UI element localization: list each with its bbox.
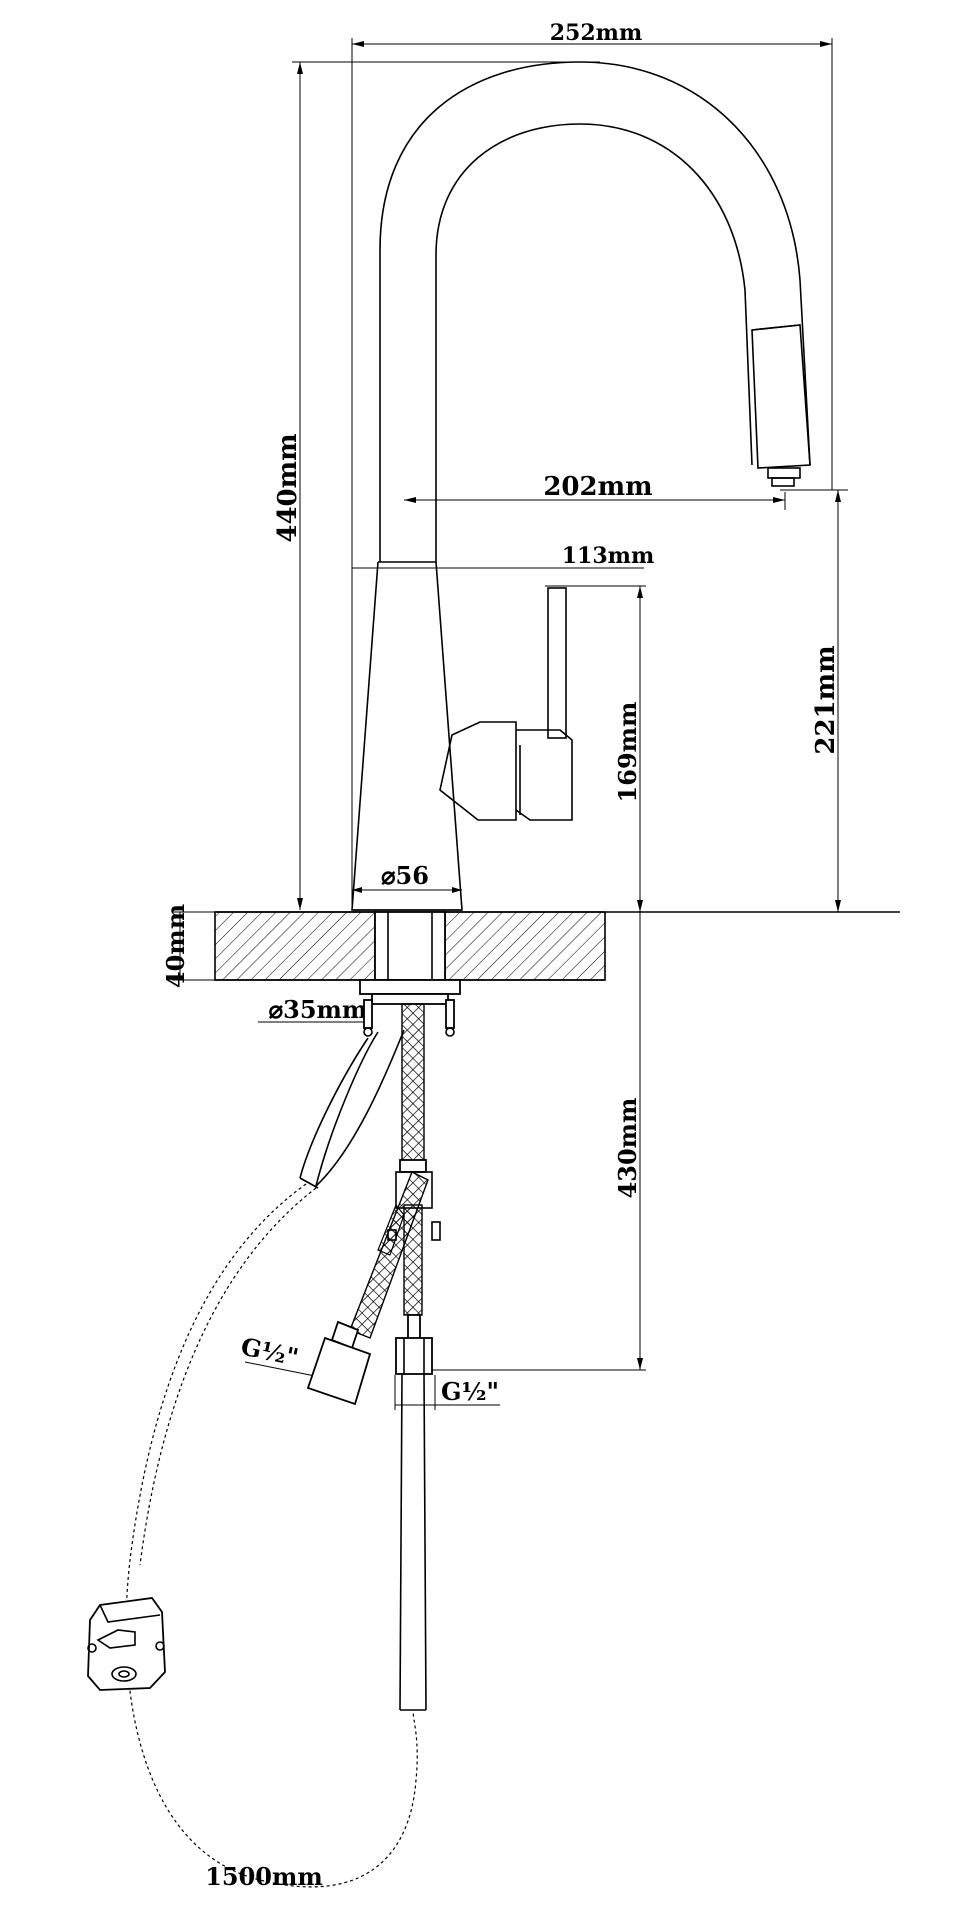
pullout-hose-vertical bbox=[399, 1373, 427, 1711]
dimension-thread-left: G½" bbox=[238, 1331, 326, 1379]
label-440mm: 440mm bbox=[273, 433, 303, 542]
label-thread-right: G½" bbox=[441, 1377, 499, 1406]
spray-head bbox=[87, 1597, 166, 1691]
dimension-width-top: 252mm bbox=[351, 20, 833, 910]
lever-handle bbox=[439, 587, 573, 821]
label-diameter-35mm: ⌀35mm bbox=[269, 995, 368, 1024]
label-diameter-56: ⌀56 bbox=[381, 861, 429, 890]
label-169mm: 169mm bbox=[613, 702, 642, 803]
hose-loop-path bbox=[125, 1183, 418, 1888]
dimension-body-width: 113mm bbox=[352, 543, 654, 569]
label-thread-left: G½" bbox=[238, 1331, 301, 1371]
faucet-body bbox=[351, 561, 463, 911]
dimension-spout-height: 221mm bbox=[780, 489, 848, 912]
supply-hose-left bbox=[306, 1171, 429, 1406]
label-221mm: 221mm bbox=[811, 645, 841, 754]
label-252mm: 252mm bbox=[550, 20, 642, 46]
dimension-spout-reach: 202mm bbox=[404, 472, 786, 510]
label-40mm: 40mm bbox=[161, 904, 190, 988]
dimension-body-height: 169mm bbox=[545, 585, 646, 1370]
dimension-deck-thickness: 40mm bbox=[161, 904, 215, 988]
dimension-hole-diameter: ⌀35mm bbox=[258, 995, 372, 1024]
label-202mm: 202mm bbox=[543, 472, 652, 502]
label-113mm: 113mm bbox=[562, 543, 654, 569]
gooseneck-spout bbox=[378, 61, 811, 563]
countertop-section bbox=[214, 911, 900, 981]
pullout-hose-curve bbox=[299, 1029, 405, 1189]
dimension-hose-below-deck: 430mm bbox=[430, 980, 646, 1371]
dimension-thread-right: G½" bbox=[394, 1375, 500, 1410]
dimension-base-diameter: ⌀56 bbox=[352, 861, 462, 893]
label-430mm: 430mm bbox=[613, 1098, 642, 1199]
dimension-height-total: 440mm bbox=[273, 61, 600, 910]
